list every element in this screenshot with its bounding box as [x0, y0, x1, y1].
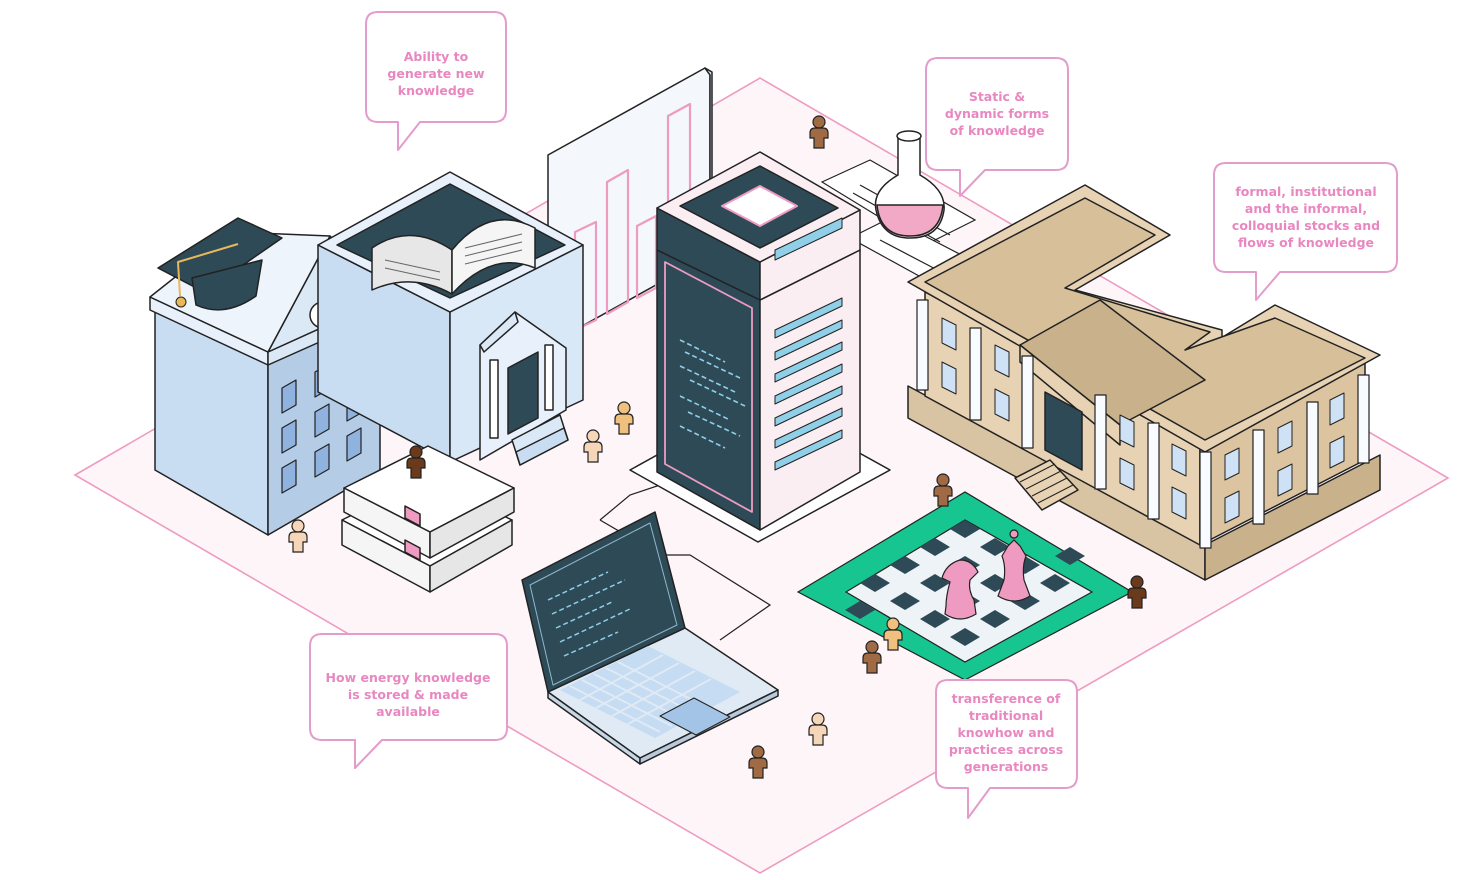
- museum-building: [907, 184, 1381, 581]
- server-tower: [629, 151, 891, 543]
- callout-forms-of-knowledge: Static & dynamic forms of knowledge: [944, 89, 1050, 138]
- graduation-cap-icon: [157, 217, 283, 311]
- bubble-formal: [1213, 162, 1398, 301]
- university-building: [149, 217, 388, 536]
- callout-knowledge-storage: How energy knowledge is stored & made av…: [325, 670, 491, 719]
- chess-knight-icon: [941, 559, 979, 620]
- bubble-forms: [925, 57, 1069, 197]
- bubble-transfer: [935, 679, 1078, 819]
- open-book-icon: [371, 219, 536, 295]
- library-building: [317, 171, 584, 466]
- stack-of-books: [341, 445, 515, 593]
- chess-board: [796, 491, 1134, 681]
- callout-formal-informal-knowledge: formal, institutional and the informal, …: [1231, 184, 1381, 250]
- laptop: [521, 511, 779, 765]
- chess-queen-icon: [997, 529, 1031, 602]
- bubble-generate: [365, 11, 507, 151]
- flask-icon: [874, 130, 945, 239]
- callout-generate-knowledge: Ability to generate new knowledge: [387, 49, 485, 98]
- bubble-stored: [309, 633, 508, 769]
- speech-bubbles: [309, 11, 1398, 819]
- callout-traditional-knowhow: transference of traditional knowhow and …: [948, 691, 1064, 774]
